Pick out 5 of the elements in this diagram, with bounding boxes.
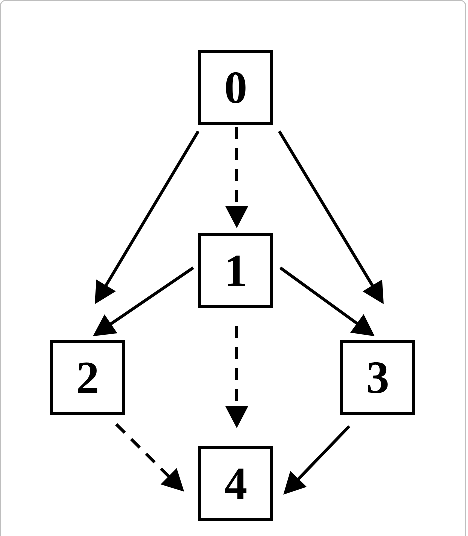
- number-box: 2: [50, 340, 126, 416]
- number-box: 4: [198, 446, 274, 522]
- number-box: 1: [198, 234, 274, 308]
- number-box: 0: [198, 50, 274, 126]
- number-box: 3: [340, 340, 416, 416]
